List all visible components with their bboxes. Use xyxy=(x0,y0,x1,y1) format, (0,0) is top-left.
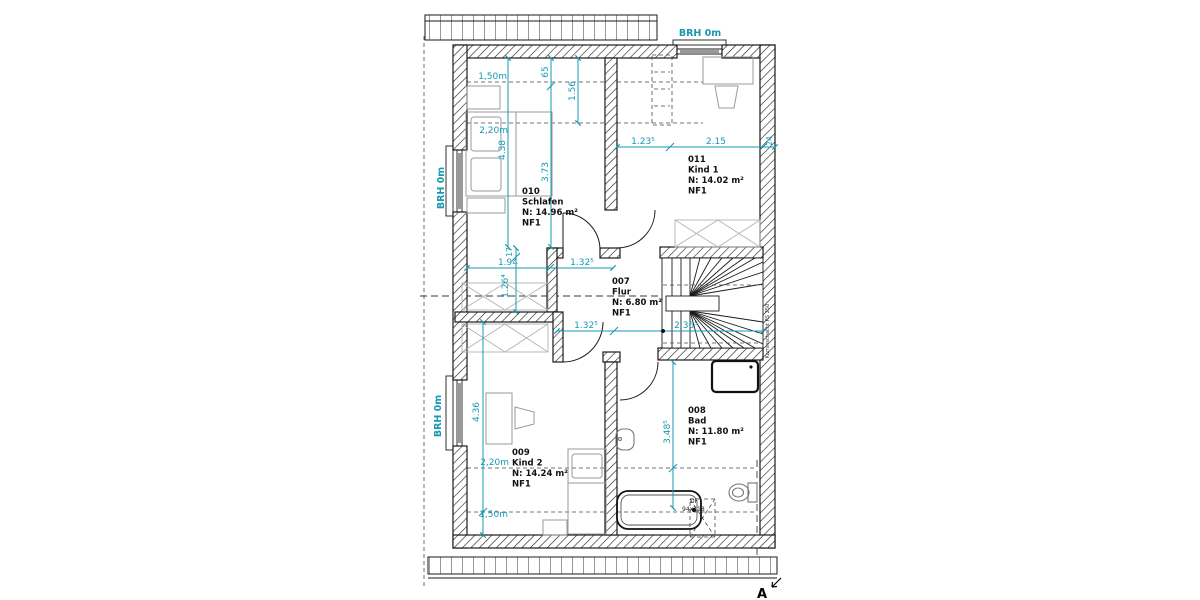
brh-label-top: BRH 0m xyxy=(679,28,721,39)
room-label-bad: 008 Bad N: 11.80 m² NF1 xyxy=(688,406,744,448)
dimension-labels: 1,50m 65 1.56 2,20m 4.38 3.73 1.23⁵ 2.15… xyxy=(472,66,774,520)
dim-436: 4.36 xyxy=(472,402,482,422)
dim-1264: 1.26⁴ xyxy=(501,274,511,298)
exterior-walls xyxy=(452,44,776,549)
dim-2365: 2.36⁵ xyxy=(674,321,698,331)
window-left-lower xyxy=(445,375,463,451)
room-label-schlafen: 010 Schlafen N: 14.96 m² NF1 xyxy=(522,187,578,229)
section-marker-letter: A xyxy=(757,587,767,600)
room-number: 009 xyxy=(512,448,530,458)
room-area: N: 6.80 m² xyxy=(612,298,662,308)
dim-150m-top: 1,50m xyxy=(478,72,507,82)
room-usage: NF1 xyxy=(512,480,531,490)
sink-icon xyxy=(615,428,635,451)
room-number: 008 xyxy=(688,406,706,416)
dim-215: 2.15 xyxy=(706,137,726,147)
storage-box-schlafen xyxy=(461,282,549,311)
dim-220m-top: 2,20m xyxy=(479,126,508,136)
room-name: Flur xyxy=(612,288,632,298)
dim-1325-lower: 1.32⁵ xyxy=(574,321,598,331)
room-number: 011 xyxy=(688,155,706,165)
room-name: Kind 1 xyxy=(688,166,719,176)
dim-65: 65 xyxy=(541,66,551,77)
dim-150m-bottom: 1,50m xyxy=(479,510,508,520)
shower-icon xyxy=(710,359,760,394)
shaft-label: Kaminschacht RS 250 xyxy=(765,304,771,359)
dim-1325-upper: 1.32⁵ xyxy=(570,258,594,268)
skylight-dashed-box xyxy=(689,498,716,538)
dim-220m-bottom: 2,20m xyxy=(480,458,509,468)
room-area: N: 14.02 m² xyxy=(688,176,744,186)
roof-height-dashed-lines xyxy=(467,81,757,513)
room-area: N: 11.80 m² xyxy=(688,427,744,437)
toilet-icon xyxy=(728,482,758,503)
furniture-kind2 xyxy=(485,392,607,536)
dim-156: 1.56 xyxy=(568,81,578,101)
storage-box-kind1 xyxy=(674,219,761,248)
window-left-upper xyxy=(445,145,463,217)
storage-box-kind2 xyxy=(461,323,549,353)
dim-373: 3.73 xyxy=(541,162,551,182)
window-top xyxy=(672,39,727,55)
interior-walls xyxy=(454,57,764,536)
bathtub-icon xyxy=(616,490,702,530)
room-label-kind2: 009 Kind 2 N: 14.24 m² NF1 xyxy=(512,448,568,490)
dim-17: 17 xyxy=(505,247,514,257)
room-usage: NF1 xyxy=(688,187,707,197)
room-area: N: 14.24 m² xyxy=(512,469,568,479)
room-number: 007 xyxy=(612,277,630,287)
brh-label-left-upper: BRH 0m xyxy=(436,167,447,209)
sill-labels: BRH 0m BRH 0m BRH 0m xyxy=(433,28,721,437)
dimension-lines xyxy=(463,54,779,539)
room-area: N: 14.96 m² xyxy=(522,208,578,218)
room-label-kind1: 011 Kind 1 N: 14.02 m² NF1 xyxy=(688,155,744,197)
skylight-size-label: 94x118 xyxy=(682,506,705,513)
section-marker-a: A xyxy=(757,577,782,600)
room-usage: NF1 xyxy=(522,219,541,229)
dim-438: 4.38 xyxy=(498,140,508,160)
skylight-label: DF xyxy=(690,498,699,505)
roof-overhang-band-bottom xyxy=(427,556,778,579)
desk-kind1 xyxy=(702,56,754,109)
brh-label-left-lower: BRH 0m xyxy=(433,395,444,437)
dim-24: 24 xyxy=(765,136,774,146)
roof-overhang-band-top xyxy=(424,14,658,41)
dashed-shaft-kind1 xyxy=(651,54,673,126)
room-usage: NF1 xyxy=(688,438,707,448)
room-name: Kind 2 xyxy=(512,459,543,469)
dim-1235: 1.23⁵ xyxy=(631,137,655,147)
staircase xyxy=(661,257,764,349)
room-name: Bad xyxy=(688,417,706,427)
dim-3485: 3.48⁵ xyxy=(663,420,673,444)
dim-194: 1.94 xyxy=(498,258,518,268)
room-number: 010 xyxy=(522,187,540,197)
room-usage: NF1 xyxy=(612,309,631,319)
room-name: Schlafen xyxy=(522,198,563,208)
room-label-flur: 007 Flur N: 6.80 m² NF1 xyxy=(612,277,662,319)
